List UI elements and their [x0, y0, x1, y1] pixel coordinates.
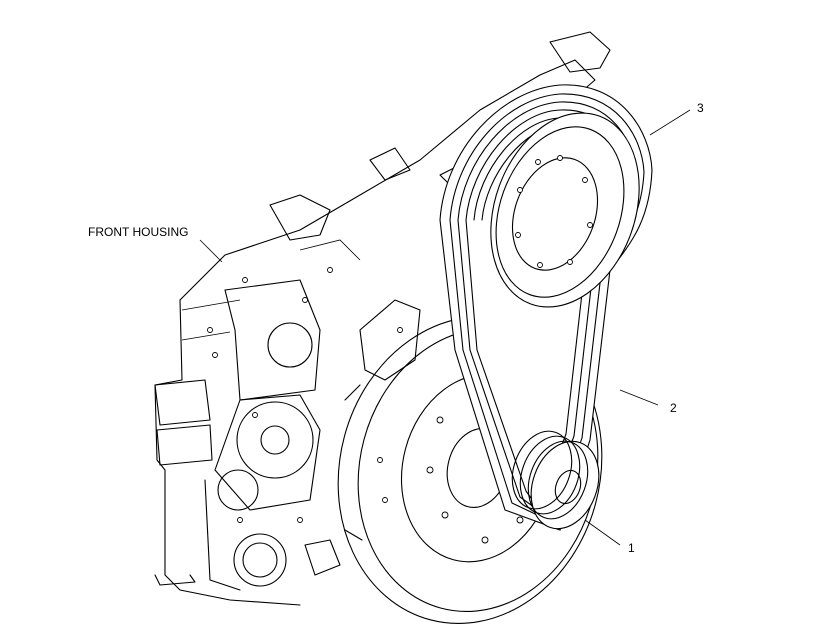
driven-pulley [490, 112, 640, 308]
leader-callout-2 [619, 389, 659, 406]
callout-3-label: 3 [697, 101, 704, 115]
callout-2-label: 2 [670, 401, 677, 415]
front-housing-label: FRONT HOUSING [88, 225, 189, 239]
callout-1-label: 1 [628, 541, 635, 555]
leader-callout-3 [649, 109, 691, 136]
leader-callout-1 [584, 519, 621, 546]
drive-pulley [511, 430, 600, 530]
front-housing [154, 31, 611, 606]
leader-front-housing [199, 239, 223, 263]
